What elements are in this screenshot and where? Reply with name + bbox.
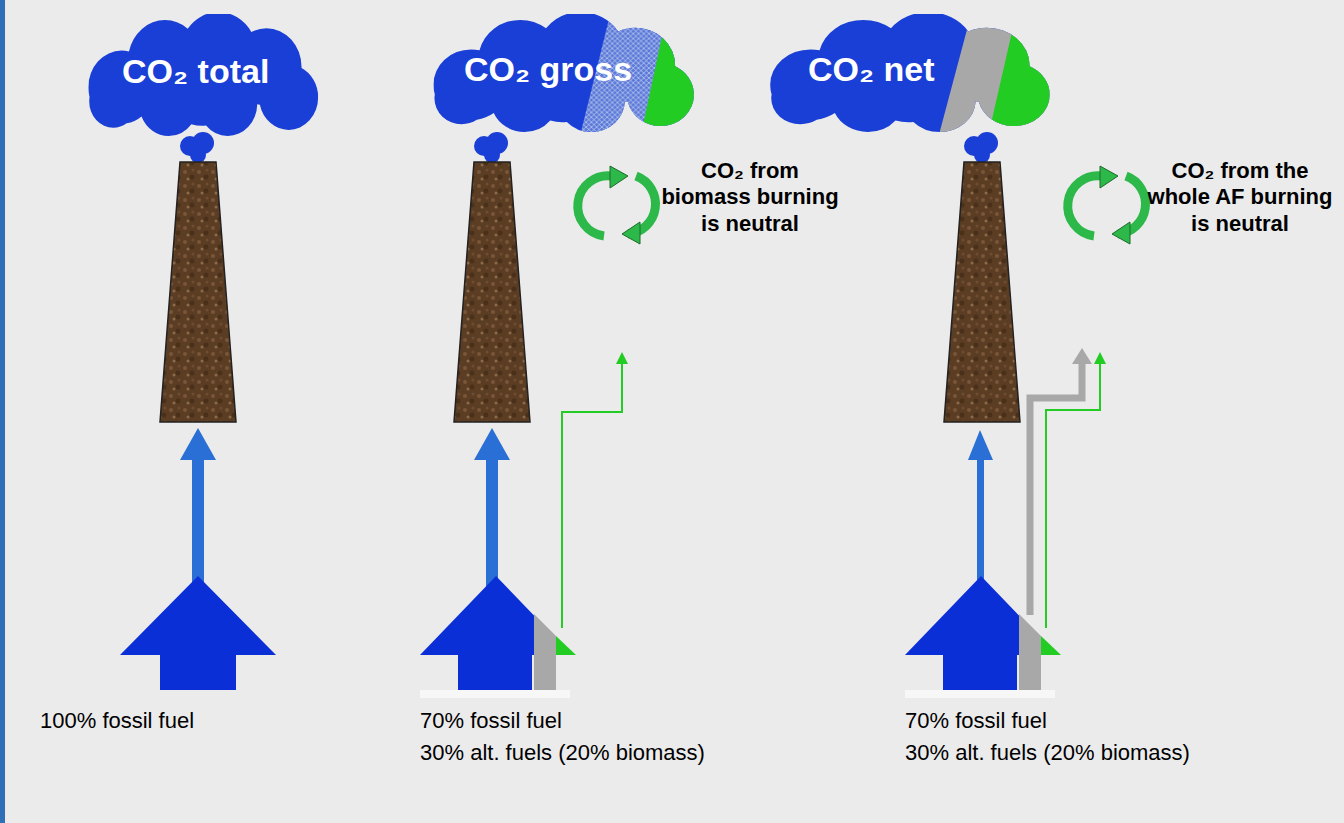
fuel-label: 70% fossil fuel xyxy=(420,708,562,734)
fuel-label: 70% fossil fuel xyxy=(905,708,1047,734)
cloud-node: CO₂ total xyxy=(80,14,320,136)
flow-arrow xyxy=(180,428,993,590)
cloud-label: CO₂ total xyxy=(122,52,269,91)
cloud-node: CO₂ gross xyxy=(424,14,696,132)
bypass-line xyxy=(562,348,1106,628)
cloud-label: CO₂ gross xyxy=(464,50,632,89)
cloud-label: CO₂ net xyxy=(808,50,935,89)
smoke-puff xyxy=(180,132,998,163)
note-text: CO₂ from the whole AF burning is neutral xyxy=(1145,158,1335,237)
fuel-label: 30% alt. fuels (20% biomass) xyxy=(905,740,1190,766)
note-text: CO₂ from biomass burning is neutral xyxy=(655,158,845,237)
cloud-node: CO₂ net xyxy=(760,14,1052,132)
side-bar xyxy=(0,0,5,823)
fuel-label: 100% fossil fuel xyxy=(40,708,194,734)
fuel-label: 30% alt. fuels (20% biomass) xyxy=(420,740,705,766)
chimney xyxy=(160,162,1020,422)
fuel-arrow xyxy=(120,576,1061,698)
